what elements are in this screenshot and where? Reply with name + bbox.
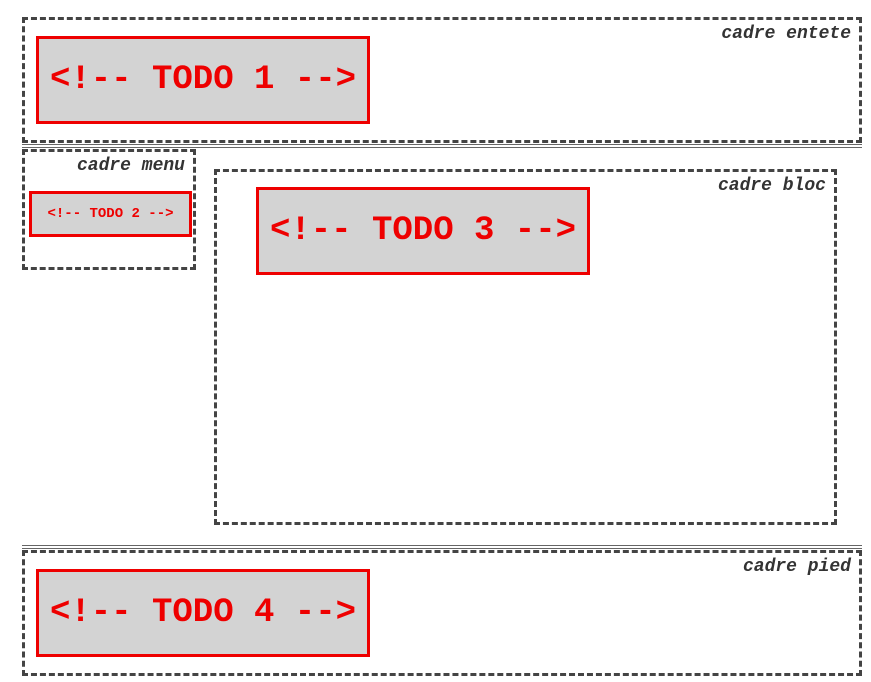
bloc-frame: cadre bloc <!-- TODO 3 --> [214, 169, 837, 525]
menu-todo-box: <!-- TODO 2 --> [29, 191, 192, 237]
menu-frame-label: cadre menu [76, 156, 185, 176]
footer-separator [22, 545, 862, 549]
footer-todo-box: <!-- TODO 4 --> [36, 569, 370, 657]
bloc-frame-label: cadre bloc [717, 176, 826, 196]
footer-frame-label: cadre pied [742, 557, 851, 577]
header-separator [22, 144, 862, 148]
bloc-todo-box: <!-- TODO 3 --> [256, 187, 590, 275]
menu-frame: cadre menu <!-- TODO 2 --> [22, 149, 196, 270]
header-frame-label: cadre entete [721, 24, 851, 44]
header-todo-box: <!-- TODO 1 --> [36, 36, 370, 124]
header-frame: cadre entete <!-- TODO 1 --> [22, 17, 862, 143]
footer-frame: cadre pied <!-- TODO 4 --> [22, 550, 862, 676]
